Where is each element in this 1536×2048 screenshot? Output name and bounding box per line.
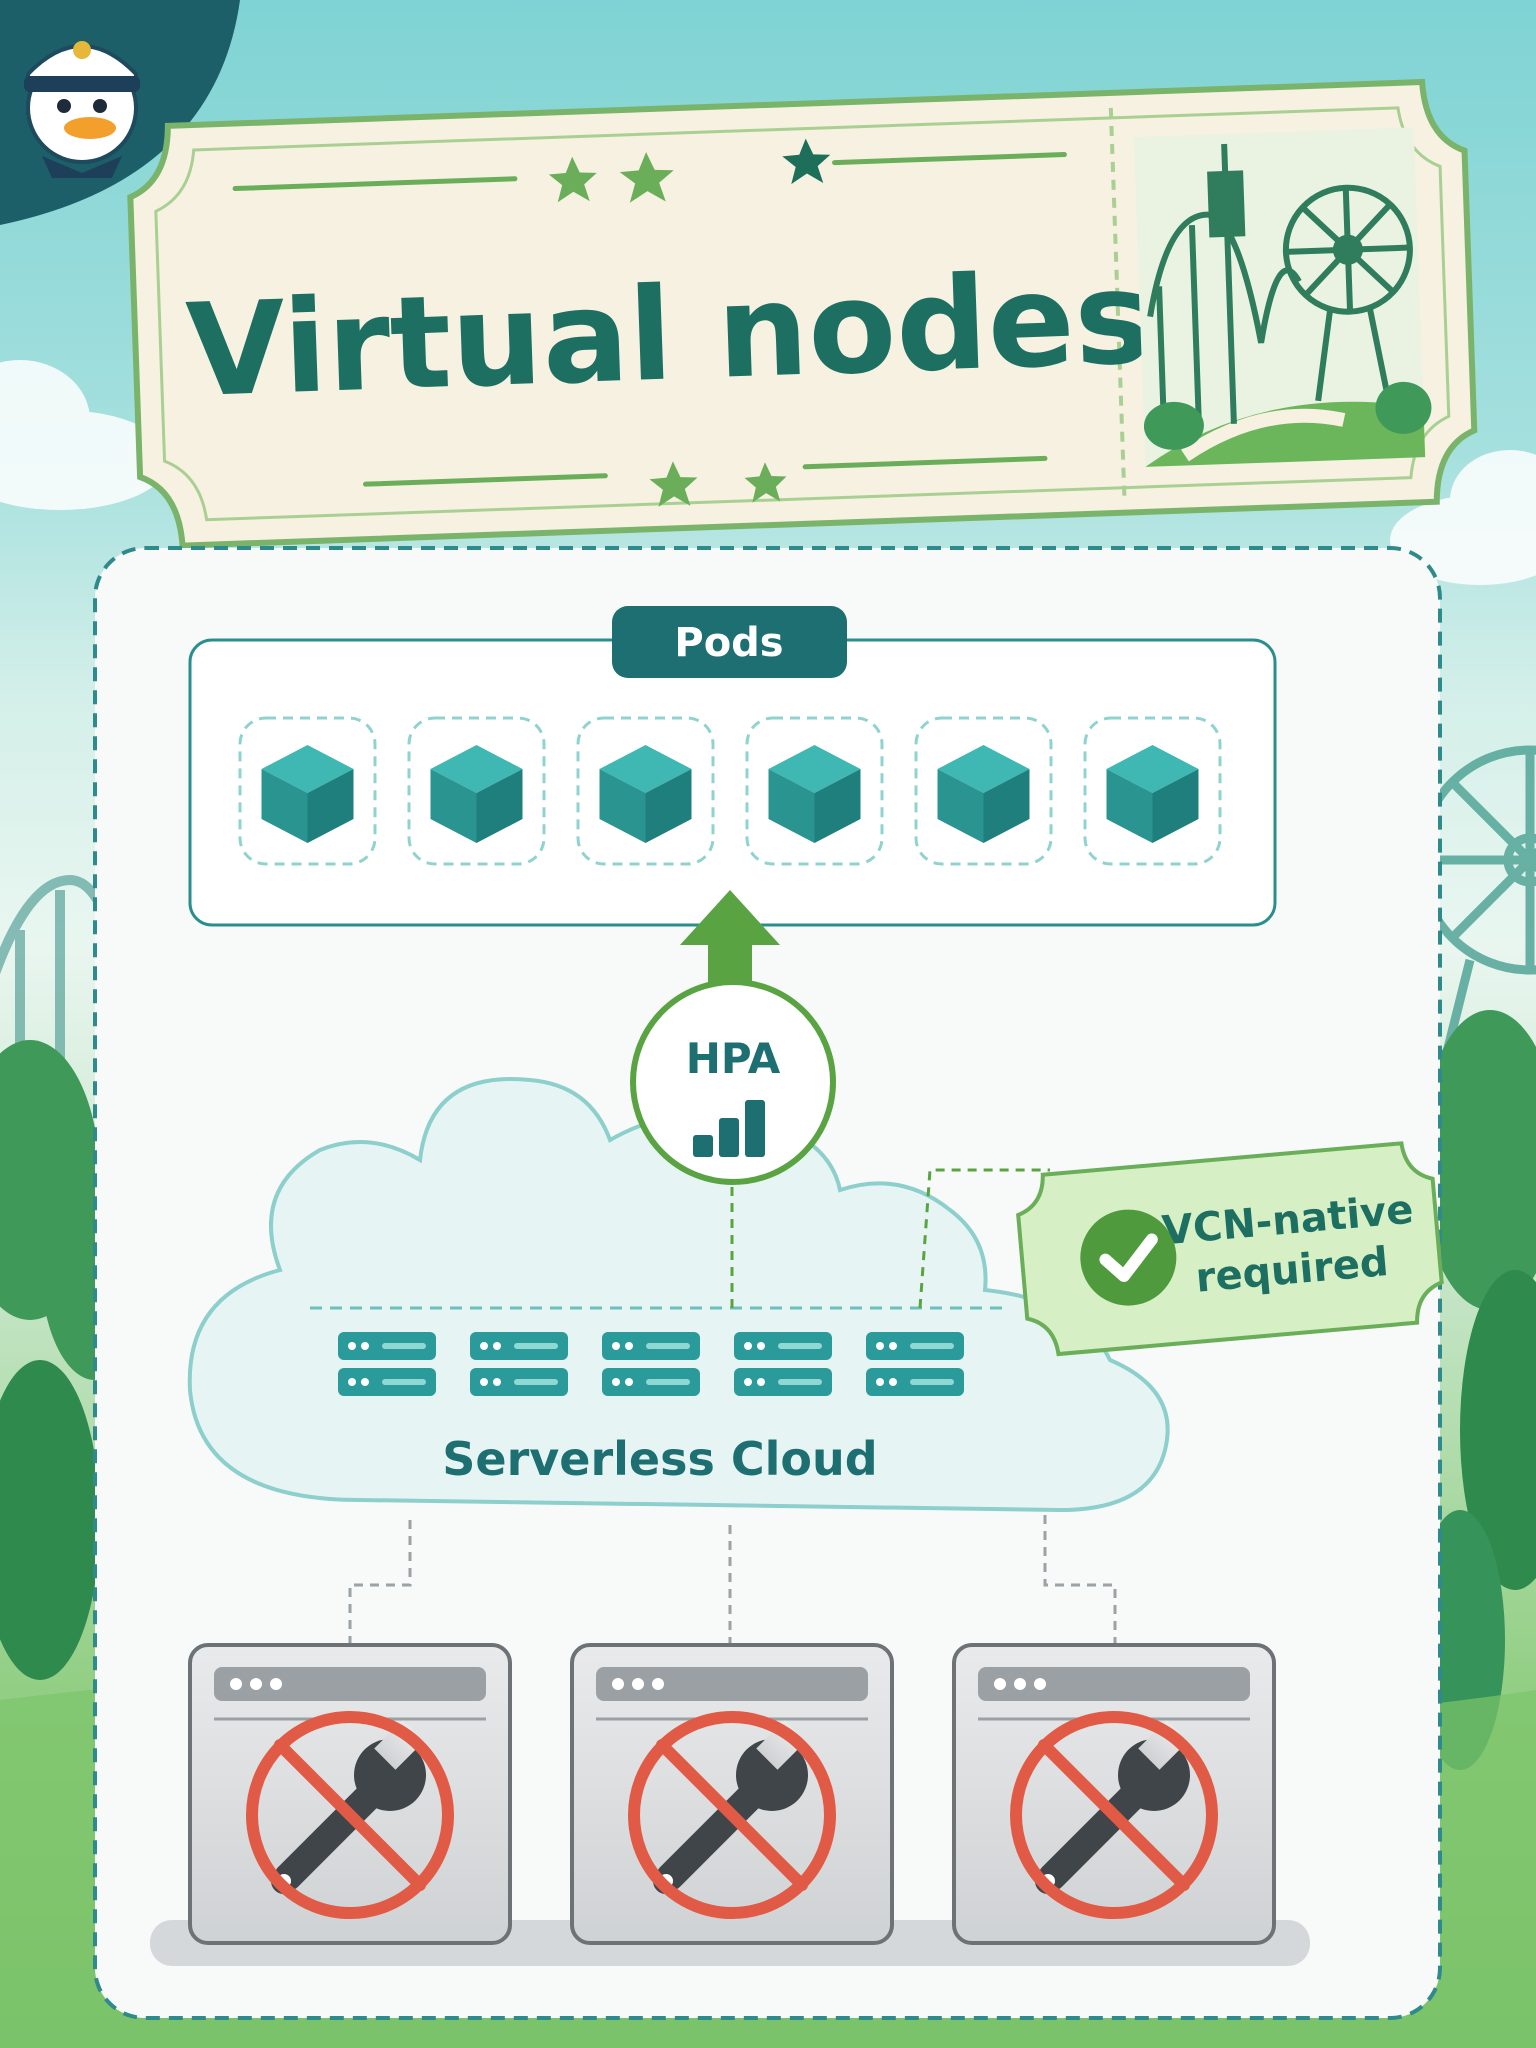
- cube-icon: [937, 745, 1030, 843]
- cube-icon: [430, 745, 523, 843]
- cube-icon: [599, 745, 692, 843]
- server-rack-icon: [470, 1332, 568, 1396]
- amusement-park-icon: [1133, 127, 1432, 467]
- pod-slot: [576, 716, 715, 866]
- managed-node: [188, 1643, 512, 1945]
- server-rack-icon: [866, 1332, 964, 1396]
- cube-icon: [1106, 745, 1199, 843]
- captain-duck-icon: [24, 41, 140, 178]
- hpa-node: HPA: [630, 979, 836, 1185]
- mascot-corner: [0, 0, 240, 225]
- pod-slot: [407, 716, 546, 866]
- no-maintenance-icon: [628, 1711, 836, 1919]
- pod-slot: [1083, 716, 1222, 866]
- vcn-badge: VCN-native required: [1016, 1141, 1444, 1357]
- managed-node: [952, 1643, 1276, 1945]
- no-maintenance-icon: [246, 1711, 454, 1919]
- title-text: Virtual nodes: [184, 244, 1153, 427]
- pods-row: [238, 716, 1222, 866]
- pod-slot: [914, 716, 1053, 866]
- server-rack-icon: [602, 1332, 700, 1396]
- server-rack-icon: [734, 1332, 832, 1396]
- pod-slot: [238, 716, 377, 866]
- no-maintenance-icon: [1010, 1711, 1218, 1919]
- managed-node: [570, 1643, 894, 1945]
- bar-chart-icon: [693, 1100, 765, 1157]
- pods-label: Pods: [674, 620, 783, 666]
- server-row: [338, 1332, 964, 1396]
- star-icon: [548, 138, 831, 507]
- server-rack-icon: [338, 1332, 436, 1396]
- connector-lines: [348, 1155, 1117, 1645]
- scale-up-arrow: [680, 890, 780, 1040]
- cube-icon: [768, 745, 861, 843]
- pod-slot: [745, 716, 884, 866]
- managed-node-row: [188, 1643, 1276, 1945]
- cube-icon: [261, 745, 354, 843]
- cloud-label: Serverless Cloud: [442, 1432, 877, 1486]
- pods-label-pill: [612, 606, 847, 678]
- title-ticket: Virtual nodes: [127, 78, 1478, 549]
- hpa-label: HPA: [686, 1034, 781, 1083]
